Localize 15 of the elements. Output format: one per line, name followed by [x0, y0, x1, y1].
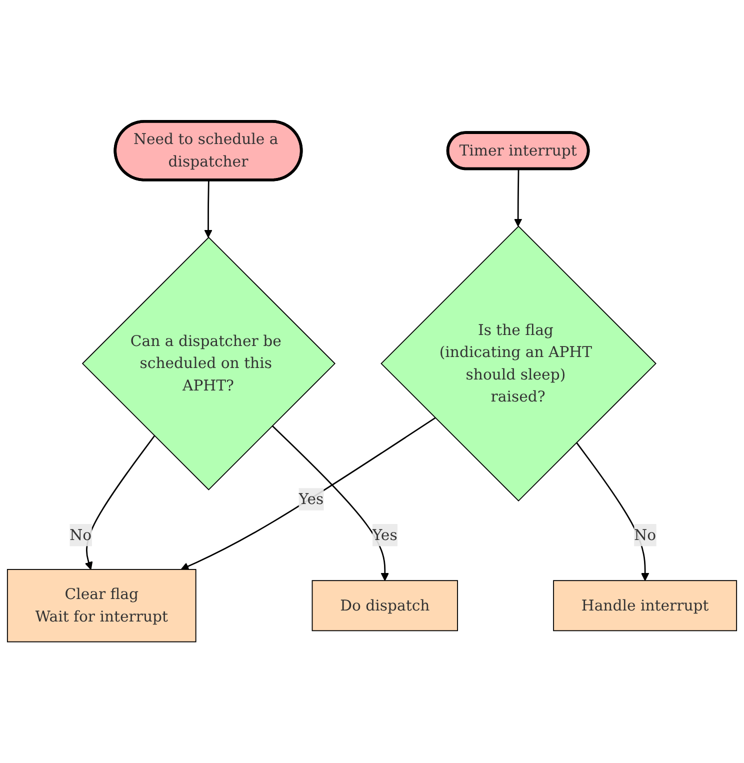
- edge-label: No: [634, 526, 656, 544]
- edge-label: Yes: [372, 526, 398, 544]
- node-box: Handle interrupt: [553, 580, 738, 632]
- arrow: [514, 169, 522, 226]
- arrow: [84, 435, 155, 570]
- arrow: [204, 180, 212, 238]
- node-diamond: Is the flag (indicating an APHT should sleep) raised?: [380, 225, 656, 502]
- edge-label: No: [70, 526, 92, 544]
- node-box: Do dispatch: [312, 580, 458, 632]
- edge-label: Yes: [298, 490, 324, 508]
- arrow: [180, 417, 436, 570]
- arrow: [576, 442, 650, 581]
- arrow: [272, 425, 389, 581]
- node-diamond: Can a dispatcher be scheduled on this APHT?: [82, 236, 336, 490]
- node-box: Clear flag Wait for interrupt: [6, 568, 196, 642]
